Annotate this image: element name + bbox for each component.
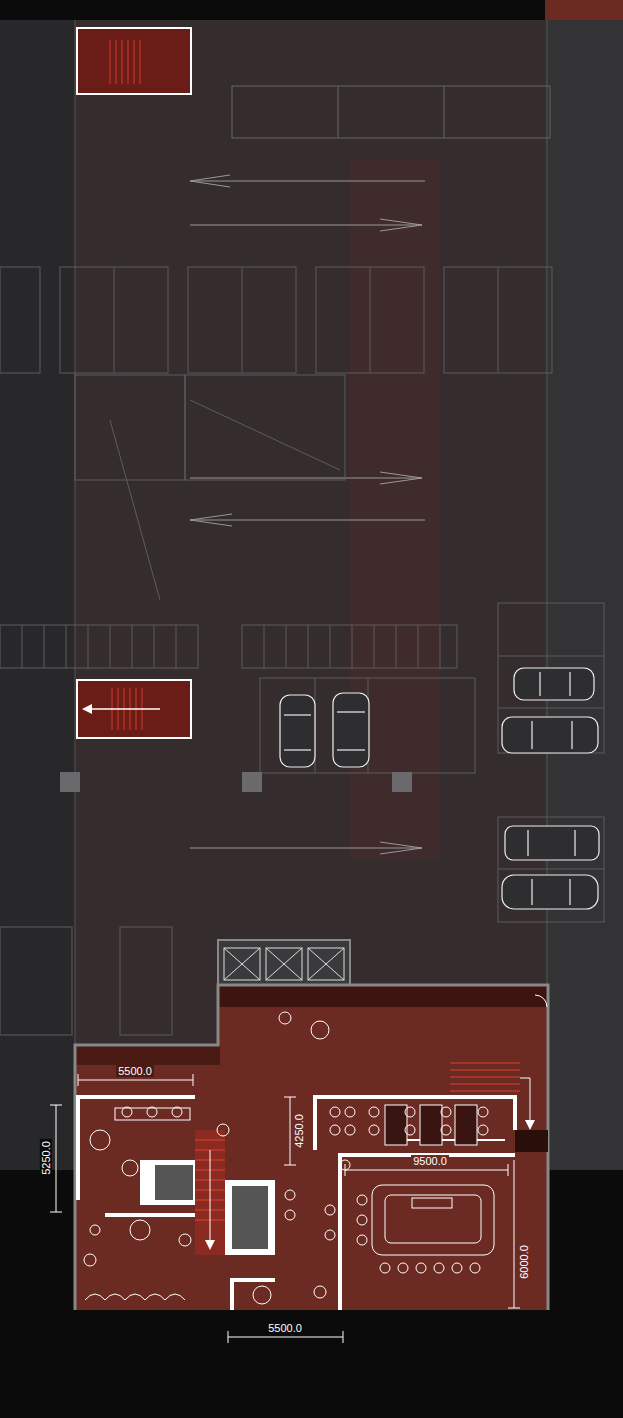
dimension-label: 9500.0 xyxy=(411,1155,449,1167)
dimension-label: 4250.0 xyxy=(293,1112,305,1150)
dimension-label: 5500.0 xyxy=(116,1065,154,1077)
dimension-label: 5250.0 xyxy=(40,1139,52,1177)
dimension-label: 6000.0 xyxy=(518,1243,530,1281)
dimension-label: 5500.0 xyxy=(266,1322,304,1334)
